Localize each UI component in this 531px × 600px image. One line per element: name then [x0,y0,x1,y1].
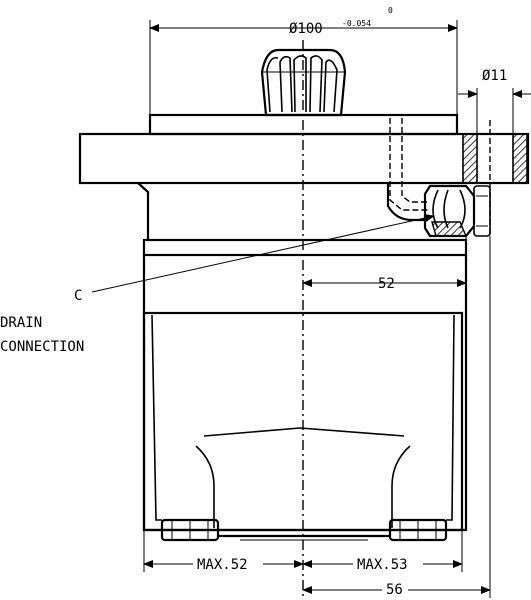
shaft-spline [260,48,347,117]
flange-tolerance-lower: -0.054 [342,19,371,28]
hole-diameter-dimension [458,88,531,134]
callout-letter: C [74,288,82,304]
flange-diameter-label: Ø100 [289,21,323,37]
hole-diameter-label: Ø11 [482,68,507,84]
mounting-flange [78,120,530,236]
bolt-offset-label: 56 [386,582,403,598]
bottom-bolts [160,518,448,542]
drain-offset-label: 52 [378,276,395,292]
drain-label-line1: DRAIN [0,315,42,331]
drain-leader-line [91,214,435,293]
max-right-label: MAX.53 [357,557,408,573]
upper-housing [137,182,468,257]
max-left-label: MAX.52 [197,557,248,573]
flange-diameter-dimension [149,20,458,115]
motor-housing [142,255,468,532]
drain-offset-dimension [302,236,467,292]
drain-label-line2: CONNECTION [0,339,84,355]
flange-tolerance-upper: 0 [388,6,393,15]
